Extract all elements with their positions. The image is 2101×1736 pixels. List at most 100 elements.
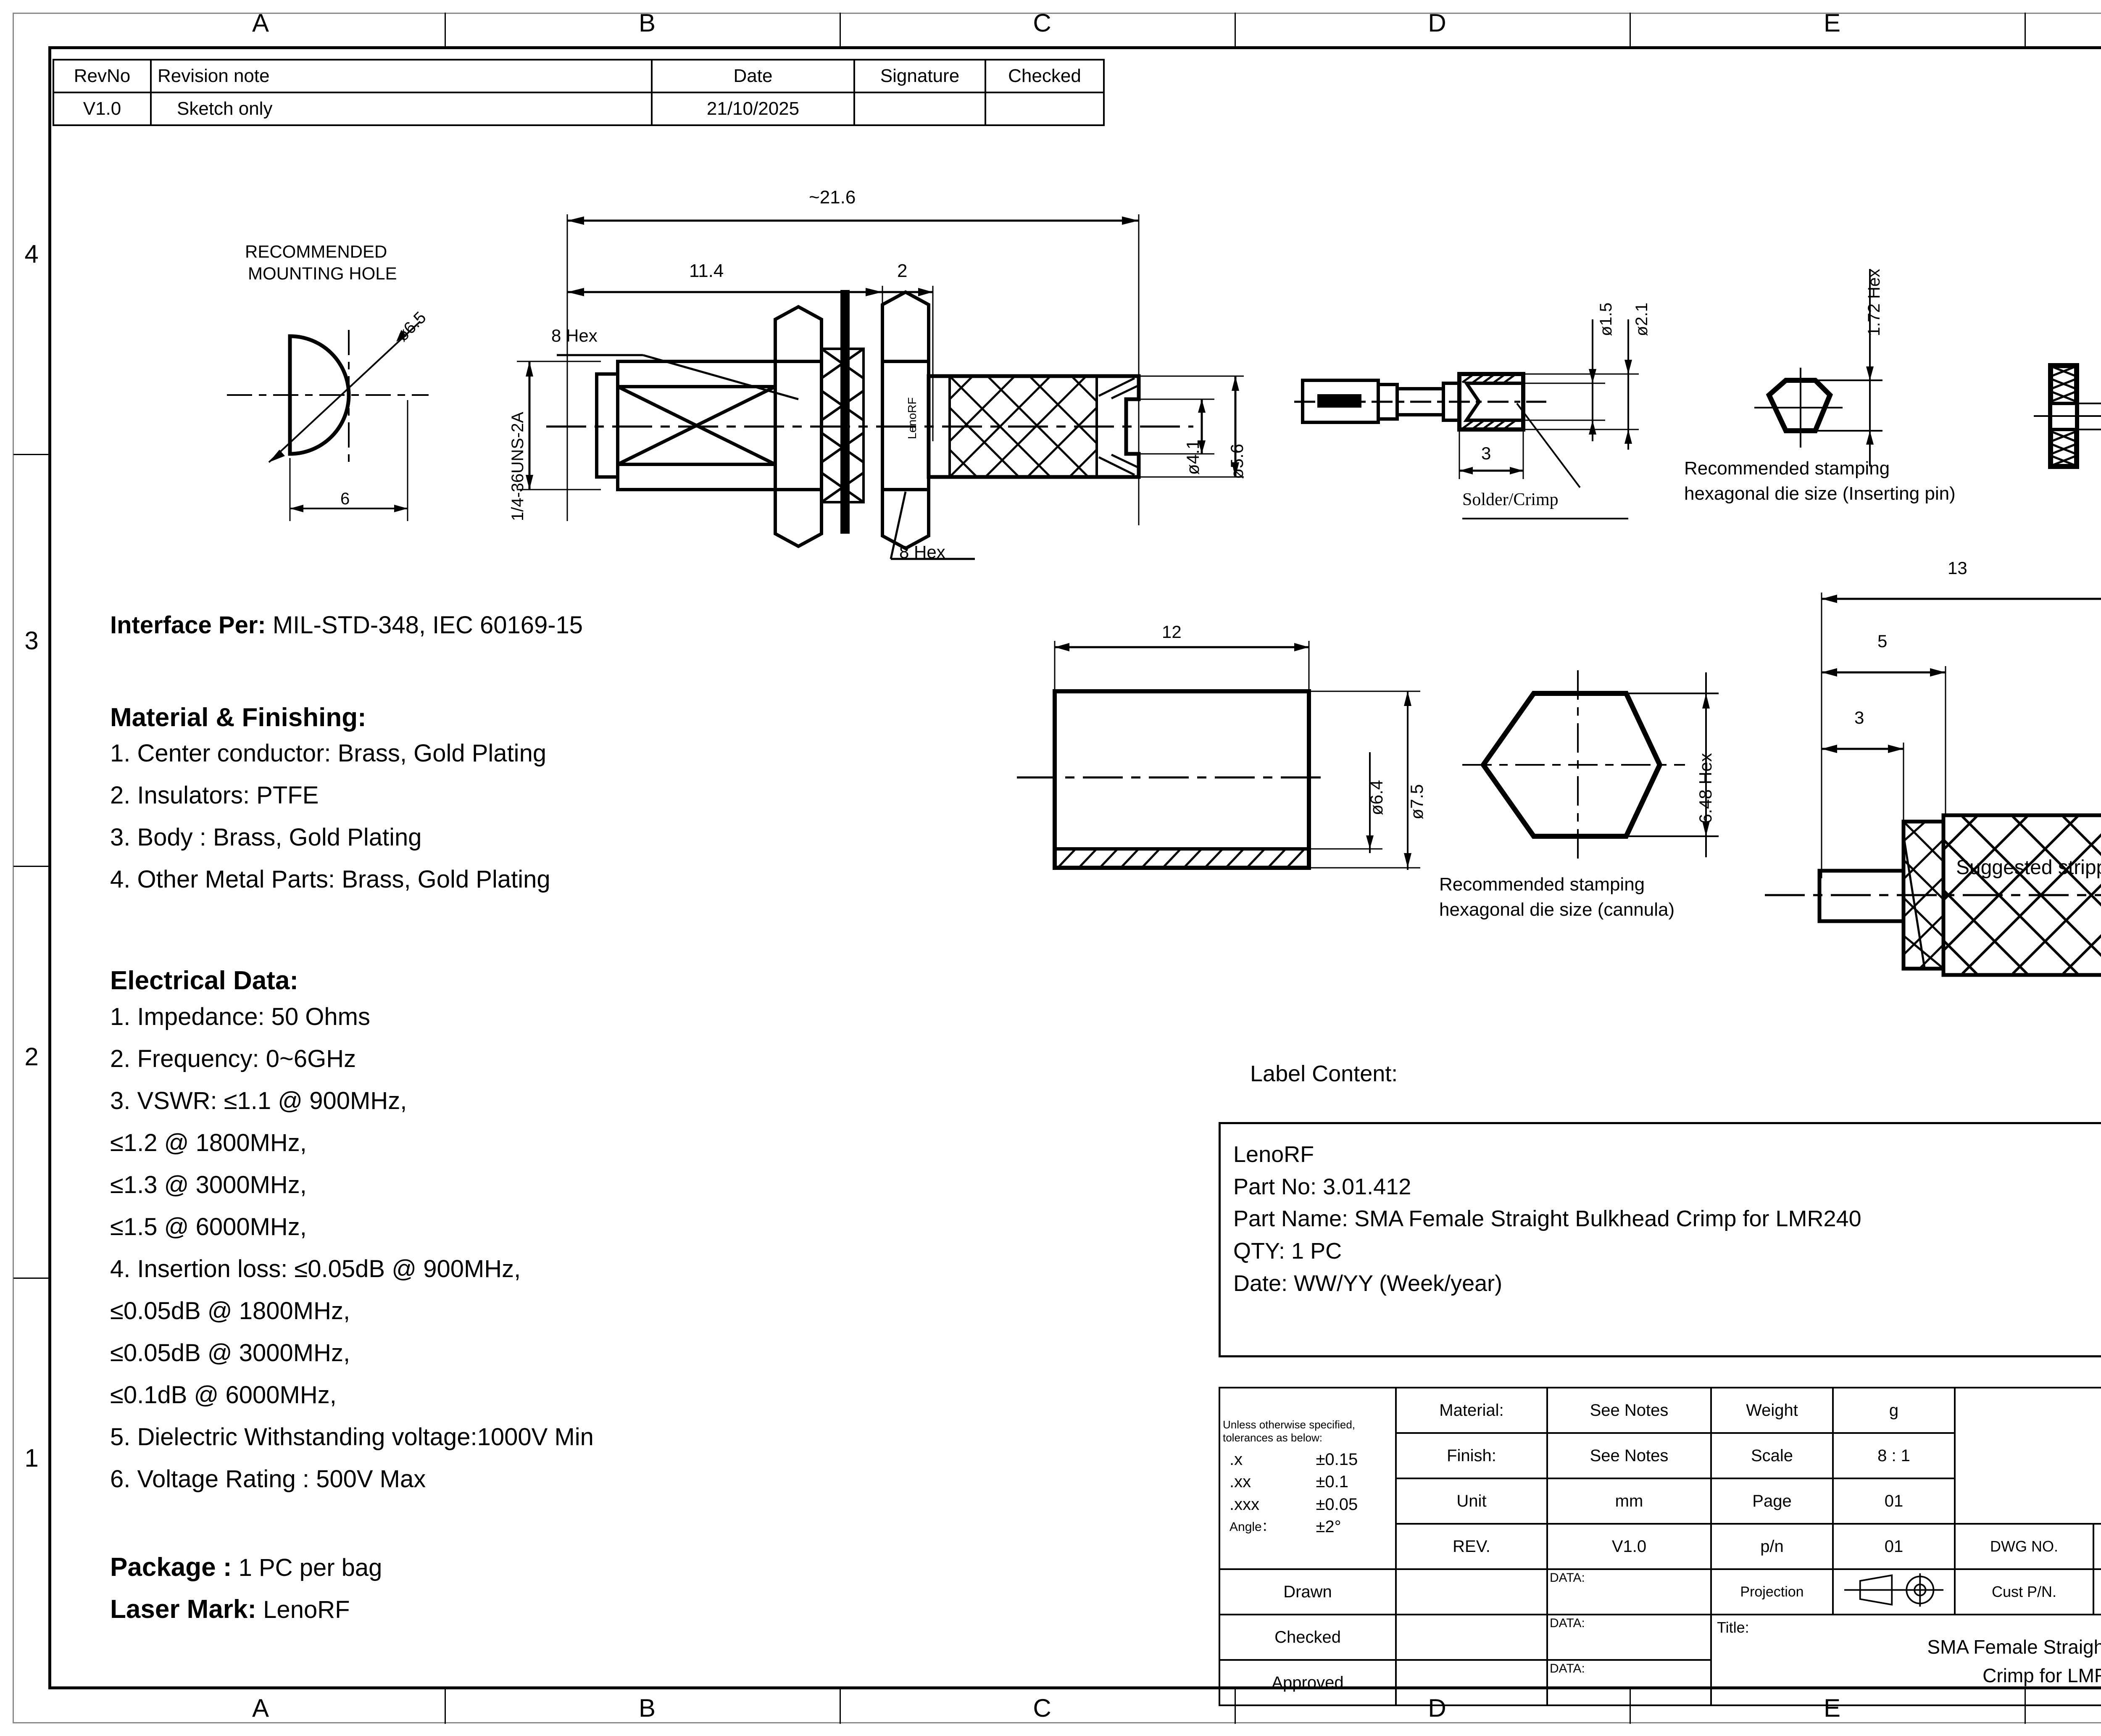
laser-mark-value: LenoRF [256,1596,350,1623]
th-revision-note: Revision note [150,59,653,93]
label-line-3: Part Name: SMA Female Straight Bulkhead … [1233,1206,1861,1232]
label-line-2: Part No: 3.01.412 [1233,1174,1411,1199]
title-block-row-2: Finish: See Notes Scale 8 : 1 [1219,1432,2101,1479]
scale-label-cell: Scale [1710,1432,1834,1479]
interface-per-label: Interface Per: [110,611,266,639]
main-dia-inner-label: ø4.1 [1183,439,1203,475]
weight-value-cell: g [1832,1387,1956,1434]
th-checked: Checked [985,59,1105,93]
package-label: Package : [110,1553,232,1582]
first-angle-projection-icon [1844,1573,1944,1607]
inner-border [48,46,2101,1689]
mounting-hole-title-line1: RECOMMENDED [245,242,387,261]
cust-pn-value-cell: TBD [2093,1568,2101,1615]
main-dia-outer-label: ø5.6 [1227,443,1247,479]
zone-tick [840,13,841,47]
dwg-no-label-cell: DWG NO. [1954,1523,2094,1570]
zone-bottom-C: C [1033,1694,1051,1722]
pin-dia-small-label: ø1.5 [1597,302,1615,336]
interface-per-value: MIL-STD-348, IEC 60169-15 [266,611,583,639]
zone-top-A: A [252,9,269,37]
title-block-row-7: Approved DATA: [1219,1659,2101,1706]
label-content-box: LenoRF Part No: 3.01.412 Part Name: SMA … [1219,1122,2101,1357]
title-block-row-5: Drawn DATA: Projection Cust P/N. TBD [1219,1568,2101,1615]
solder-crimp-underline [1462,518,1628,519]
material-item-3: 3. Body : Brass, Gold Plating [110,824,422,851]
tol-key-xx: .xx [1230,1473,1251,1491]
electrical-item-4b: ≤0.05dB @ 1800MHz, [110,1297,350,1325]
tol-key-angle: Angle： [1230,1520,1274,1534]
pin-drawing [1294,319,1639,488]
drawn-data-label: DATA: [1546,1568,1712,1615]
revision-table: RevNo Revision note Date Signature Check… [53,59,1105,126]
tol-val-x: ±0.15 [1316,1450,1358,1469]
outer-border [13,13,2101,1723]
cell-checked [985,92,1105,126]
zone-top-B: B [638,9,656,37]
cell-revision-note: Sketch only [150,92,653,126]
material-label-cell: Material: [1395,1387,1548,1434]
title-line-2: Crimp for LMR240 [1983,1665,2101,1686]
pin-dia-large-label: ø2.1 [1632,302,1651,336]
zone-tick [1235,13,1236,47]
material-item-4: 4. Other Metal Parts: Brass, Gold Platin… [110,866,550,893]
projection-symbol-cell [1832,1568,1956,1615]
page-value-cell: 01 [1832,1478,1956,1525]
label-content-heading: Label Content: [1250,1061,1398,1086]
title-block-row-3: Unit mm Page 01 [1219,1478,2101,1525]
drawn-name-cell[interactable] [1395,1568,1548,1615]
zone-top-C: C [1033,9,1051,37]
cannula-hex-die-label: 6.48 Hex [1696,753,1715,824]
zone-tick [1630,13,1631,47]
pn-label-cell: p/n [1710,1523,1834,1570]
zone-left-4: 4 [24,240,39,268]
finish-label-cell: Finish: [1395,1432,1548,1479]
main-thread-spec-label: 1/4-36UNS-2A [508,411,527,521]
title-cell: Title: SMA Female Straight Bulkhead Crim… [1710,1614,2101,1706]
electrical-item-5: 5. Dielectric Withstanding voltage:1000V… [110,1423,594,1451]
main-connector-drawing [517,214,1244,560]
stripping-drawing [1765,593,2101,977]
cannula-die-caption-line2: hexagonal die size (cannula) [1439,899,1675,920]
stripping-total-dim: 13 [1948,558,1967,578]
tolerance-note-line1: Unless otherwise specified, [1223,1418,1356,1431]
finish-value-cell: See Notes [1546,1432,1712,1479]
projection-label-cell: Projection [1710,1568,1834,1615]
zone-tick [13,454,49,455]
th-date: Date [651,59,855,93]
zone-top-D: D [1428,9,1446,37]
electrical-item-6: 6. Voltage Rating : 500V Max [110,1465,426,1493]
cannula-hex-die-drawing [1462,670,1719,861]
tol-val-xx: ±0.1 [1316,1473,1349,1491]
ferrule-dia-outer-label: ø7.5 [1407,784,1427,819]
title-block: Unless otherwise specified, tolerances a… [1219,1387,2101,1706]
label-line-1: LenoRF [1233,1142,1314,1167]
title-block-row-4: REV. V1.0 p/n 01 DWG NO. 3.01.412 [1219,1523,2101,1570]
zone-top-E: E [1823,9,1841,37]
zone-tick [2025,13,2026,47]
main-thread-length-dim: 11.4 [689,261,724,281]
pin-hex-die-label: 1.72 Hex [1865,269,1883,336]
checked-data-label: DATA: [1546,1614,1712,1661]
table-header-row: RevNo Revision note Date Signature Check… [53,59,1105,93]
rev-value-cell: V1.0 [1546,1523,1712,1570]
cell-date: 21/10/2025 [651,92,855,126]
title-block-row-6: Checked DATA: Title: SMA Female Straight… [1219,1614,2101,1706]
tol-key-x: .x [1230,1450,1243,1469]
electrical-item-3b: ≤1.2 @ 1800MHz, [110,1129,307,1156]
mounting-hole-title-line2: MOUNTING HOLE [248,263,397,283]
zone-tick [2025,1689,2026,1724]
laser-mark-label: Laser Mark: [110,1595,257,1624]
approved-name-cell[interactable] [1395,1659,1548,1706]
electrical-heading: Electrical Data: [110,966,298,995]
approved-data-label: DATA: [1546,1659,1712,1706]
cust-pn-label-cell: Cust P/N. [1954,1568,2094,1615]
solder-crimp-callout: Solder/Crimp [1462,490,1559,509]
interface-per-line: Interface Per: MIL-STD-348, IEC 60169-15 [110,609,583,641]
stripping-inner-dim: 3 [1854,708,1864,727]
rev-label-cell: REV. [1395,1523,1548,1570]
zone-tick [1630,1689,1631,1724]
checked-name-cell[interactable] [1395,1614,1548,1661]
dwg-no-value-cell: 3.01.412 [2093,1523,2101,1570]
